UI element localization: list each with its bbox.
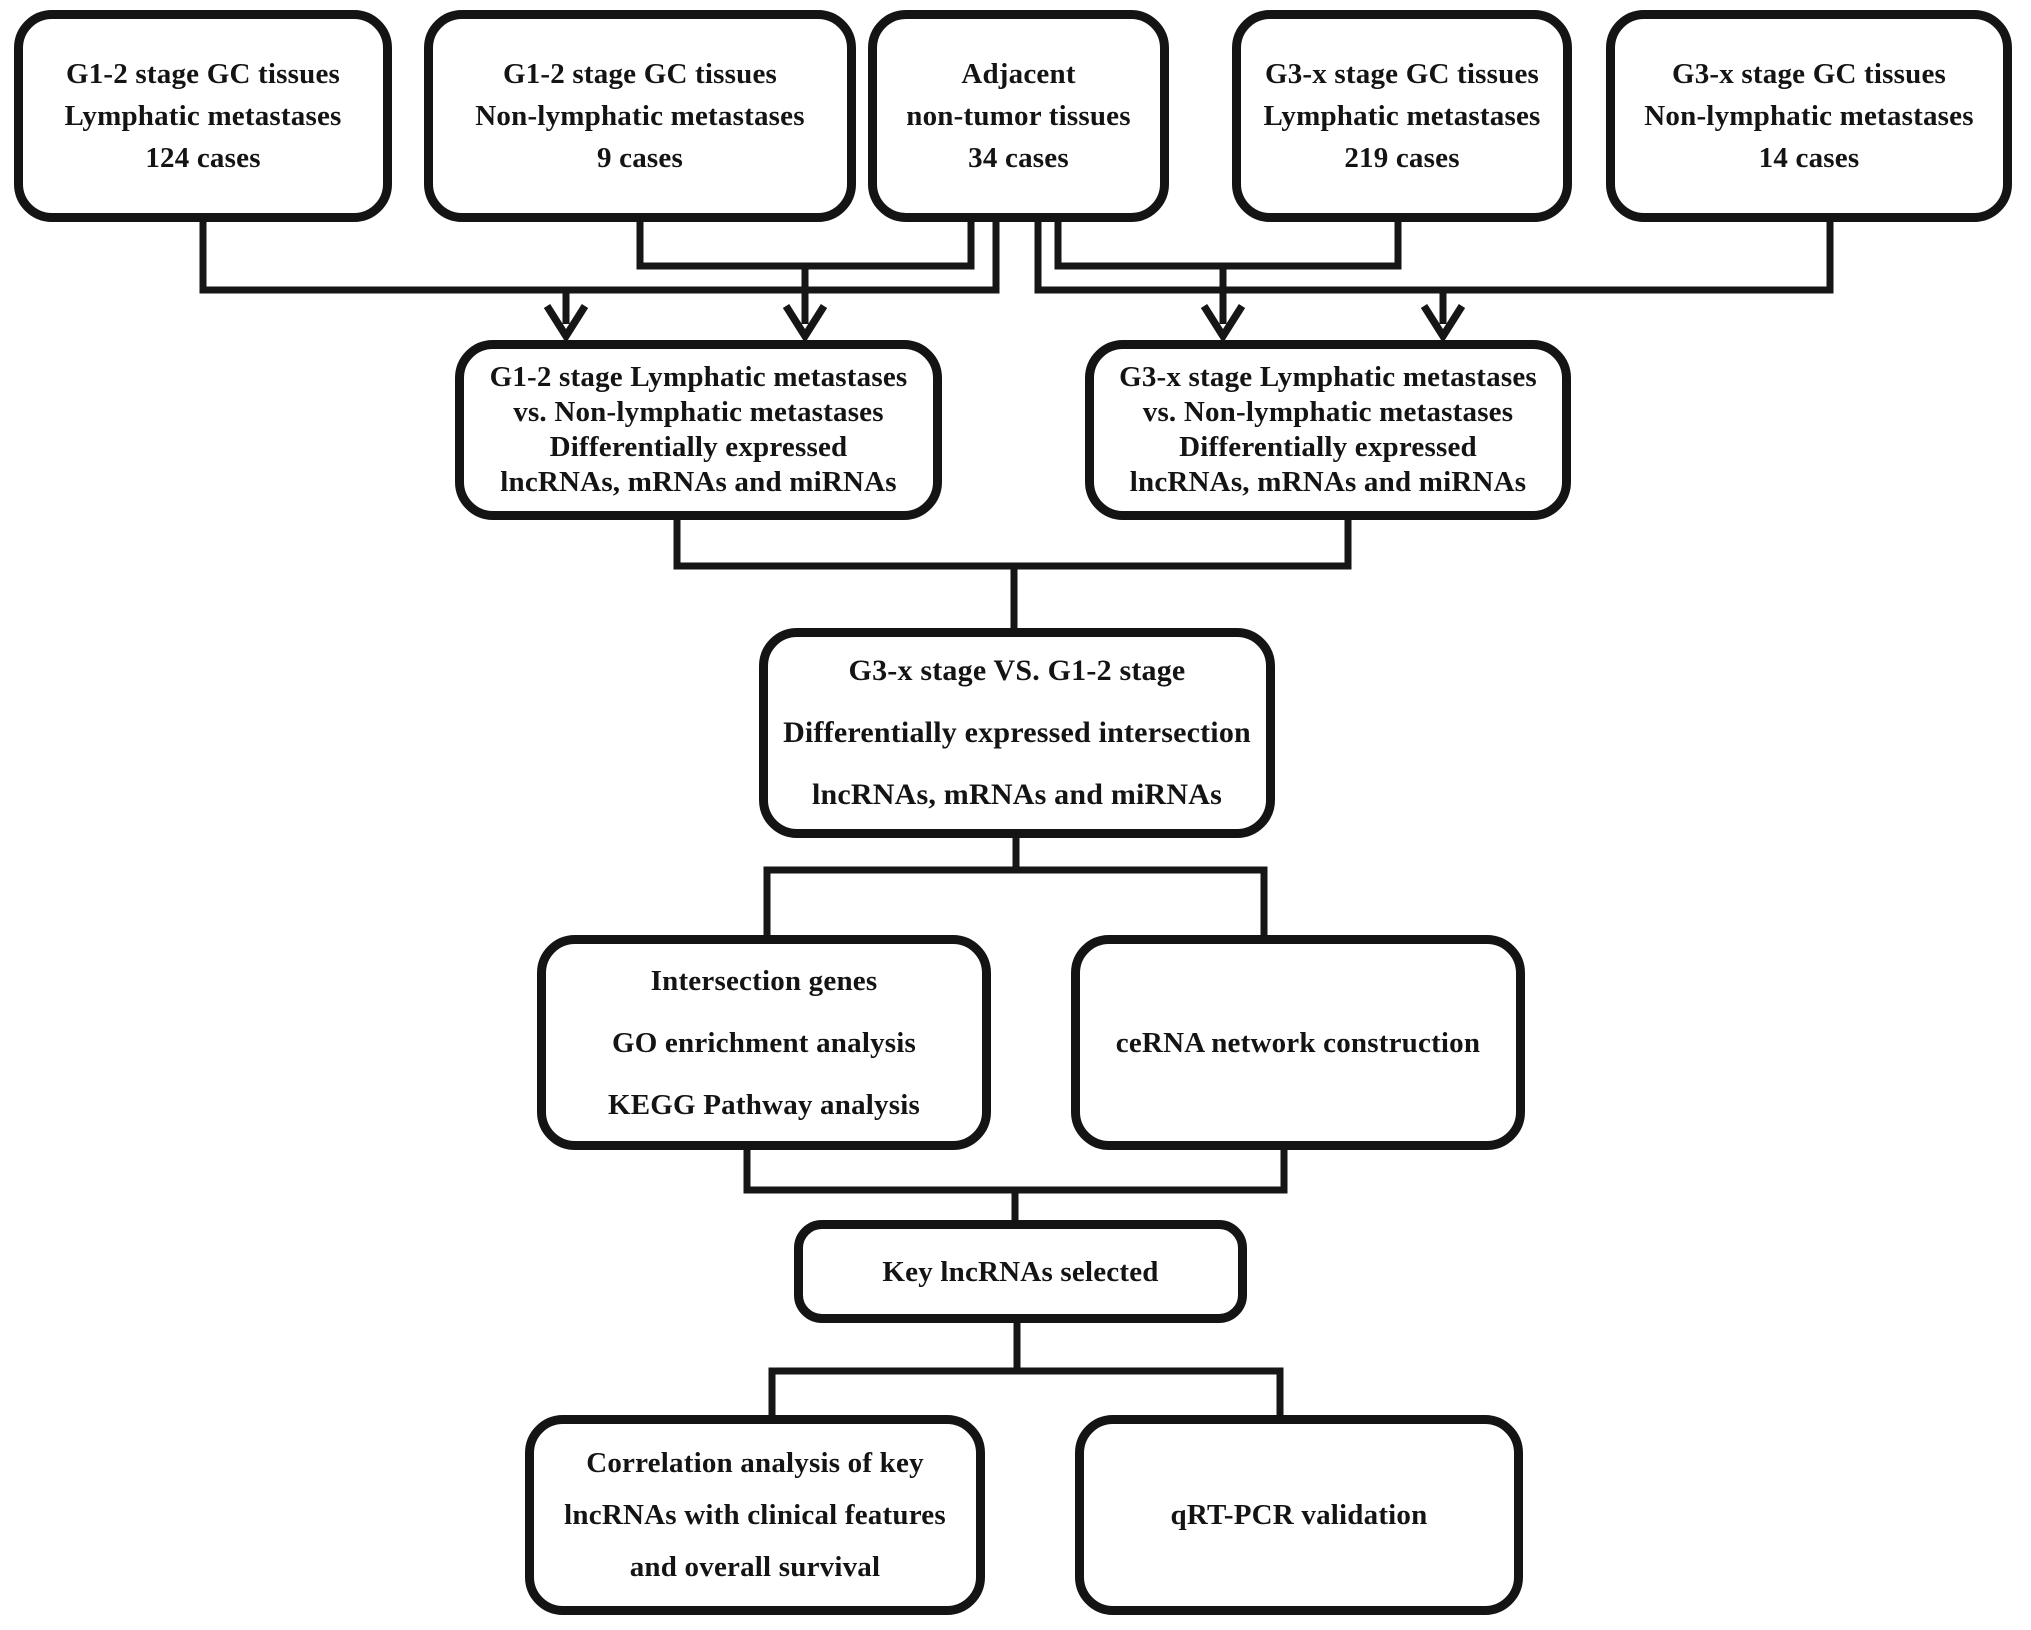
text-line: 34 cases — [968, 142, 1069, 174]
text-line: Differentially expressed intersection — [783, 716, 1251, 749]
text-line: G3-x stage GC tissues — [1671, 58, 1947, 90]
text-line: lncRNAs, mRNAs and miRNAs — [1129, 466, 1527, 498]
connector-adjacent-to-g3xlymphatic — [1054, 219, 1402, 270]
node-key-lncrnas: Key lncRNAs selected — [794, 1220, 1247, 1323]
text-line: G1-2 stage GC tissues — [502, 58, 778, 90]
arrowhead-deg-g3x-left — [1200, 303, 1246, 344]
text-line: G3-x stage VS. G1-2 stage — [848, 654, 1186, 687]
text-line: vs. Non-lymphatic metastases — [1142, 396, 1514, 428]
text-line: non-tumor tissues — [906, 100, 1131, 132]
text-line: Lymphatic metastases — [64, 100, 342, 132]
connector-cerna-to-key — [1011, 1148, 1288, 1194]
text-line: and overall survival — [629, 1551, 881, 1583]
connector-g12lymphatic-to-adjacent — [199, 219, 1000, 294]
text-line: Non-lymphatic metastases — [475, 100, 805, 132]
text-line: lncRNAs, mRNAs and miRNAs — [500, 466, 897, 498]
text-line: lncRNAs, mRNAs and miRNAs — [811, 778, 1223, 811]
connector-adjacent-to-g3xnonlymphatic — [1034, 219, 1834, 294]
text-line: 219 cases — [1344, 142, 1460, 174]
text-line: KEGG Pathway analysis — [608, 1088, 920, 1121]
arrowhead-deg-g12-left — [543, 303, 589, 344]
arrowhead-deg-g3x-right — [1420, 303, 1466, 344]
node-cerna-network: ceRNA network construction — [1071, 935, 1525, 1150]
connector-gokegg-to-key — [743, 1148, 1019, 1194]
text-line: Correlation analysis of key — [586, 1447, 924, 1479]
text-line: qRT-PCR validation — [1170, 1499, 1428, 1531]
node-go-kegg-analysis: Intersection genes GO enrichment analysi… — [537, 935, 991, 1150]
node-deg-g3x-comparison: G3-x stage Lymphatic metastases vs. Non-… — [1085, 340, 1571, 520]
text-line: 14 cases — [1758, 142, 1860, 174]
node-deg-g12-comparison: G1-2 stage Lymphatic metastases vs. Non-… — [455, 340, 942, 520]
text-line: 124 cases — [145, 142, 261, 174]
node-qrtpcr-validation: qRT-PCR validation — [1075, 1415, 1523, 1615]
node-g12-lymphatic: G1-2 stage GC tissues Lymphatic metastas… — [14, 10, 392, 222]
text-line: Adjacent — [961, 58, 1076, 90]
text-line: Non-lymphatic metastases — [1644, 100, 1974, 132]
arrowhead-deg-g12-right — [782, 303, 828, 344]
text-line: G3-x stage GC tissues — [1264, 58, 1540, 90]
text-line: Differentially expressed — [549, 431, 848, 463]
connector-g12nonlymphatic-to-adjacent — [636, 219, 975, 270]
text-line: Key lncRNAs selected — [882, 1255, 1159, 1288]
node-intersection-deg: G3-x stage VS. G1-2 stage Differentially… — [759, 628, 1275, 838]
text-line: G1-2 stage Lymphatic metastases — [489, 361, 908, 393]
connector-deg-g3x-to-intersection — [1010, 518, 1352, 570]
node-g3x-nonlymphatic: G3-x stage GC tissues Non-lymphatic meta… — [1606, 10, 2012, 222]
text-line: Intersection genes — [650, 964, 878, 997]
node-adjacent-nontumor: Adjacent non-tumor tissues 34 cases — [868, 10, 1169, 222]
text-line: ceRNA network construction — [1115, 1026, 1481, 1059]
text-line: G1-2 stage GC tissues — [65, 58, 341, 90]
text-line: G3-x stage Lymphatic metastases — [1119, 361, 1537, 393]
node-g12-nonlymphatic: G1-2 stage GC tissues Non-lymphatic meta… — [424, 10, 856, 222]
connector-split-to-gokegg-and-cerna — [763, 866, 1268, 937]
text-line: Differentially expressed — [1179, 431, 1477, 463]
connector-split-to-correlation-and-qrtpcr — [768, 1367, 1284, 1417]
text-line: vs. Non-lymphatic metastases — [513, 396, 884, 428]
connector-deg-g12-to-intersection — [673, 518, 1018, 570]
text-line: 9 cases — [597, 142, 683, 174]
text-line: GO enrichment analysis — [611, 1026, 917, 1059]
node-g3x-lymphatic: G3-x stage GC tissues Lymphatic metastas… — [1232, 10, 1572, 222]
text-line: Lymphatic metastases — [1263, 100, 1541, 132]
text-line: lncRNAs with clinical features — [564, 1499, 946, 1531]
node-correlation-analysis: Correlation analysis of key lncRNAs with… — [525, 1415, 985, 1615]
